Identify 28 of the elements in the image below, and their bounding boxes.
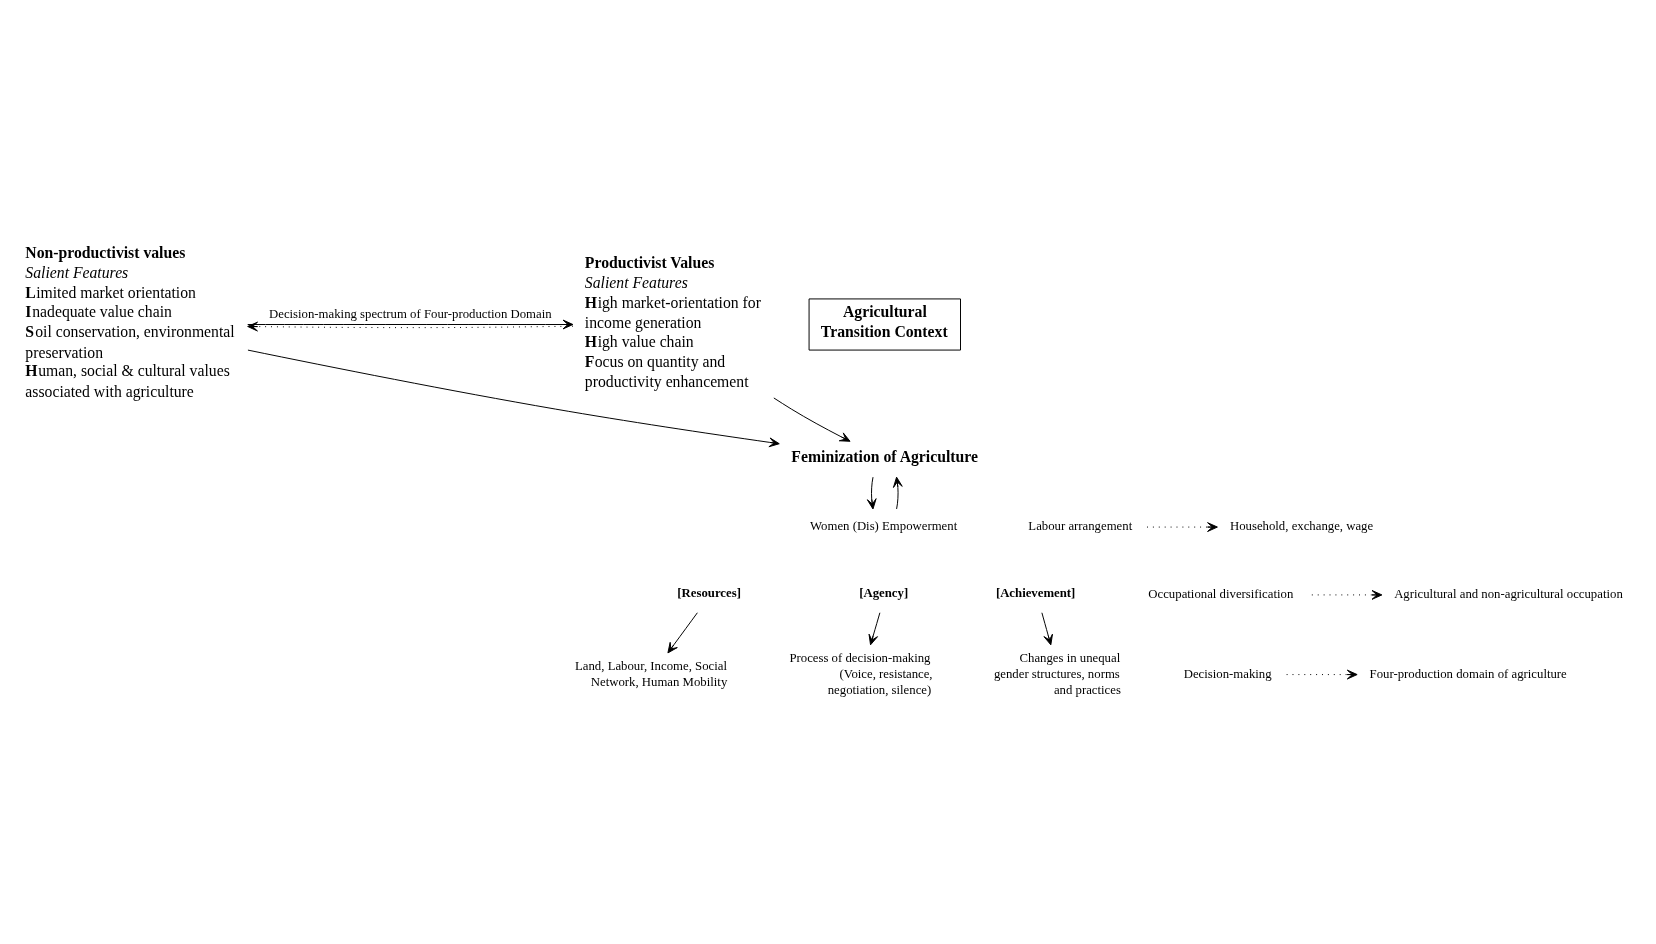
node-text: Women (Dis) Empowerment [810,519,958,534]
node-text: Land, Labour, Income, Social Network, Human Mobility [575,659,728,689]
arrow [1041,612,1053,646]
arrow [773,397,851,442]
node-text: Productivist Values Salient Features High market-orientation for income generation High value chain Focus on quantity and productivity enhancement [584,254,761,391]
node-text: Household, exchange, wage [1229,519,1374,534]
node-text: [Achievement] [995,586,1076,601]
arrow [1146,522,1218,532]
arrow [868,612,881,646]
node-text: Changes in unequal gender structures, norms and practices [993,651,1121,697]
node-text: Process of decision-making (Voice, resistance, negotiation, silence) [789,651,933,697]
arrow [892,476,903,510]
arrow [247,349,780,448]
node-text: Agricultural and non-agricultural occupation [1394,587,1623,602]
arrow [1286,669,1358,680]
node-box: Agricultural Transition Context [808,298,961,351]
arrow [866,476,877,510]
node-text: Labour arrangement [1028,519,1133,534]
node-text: [Agency] [859,586,909,601]
node-text: [Resources] [677,586,741,601]
node-text: Occupational diversification [1148,587,1294,602]
arrow [1311,590,1383,600]
node-text: Non-productivist values Salient Features Limited market orientation Inadequate value chain Soil conservation, environmental preservation Human, social & cultural values associated with agriculture [25,244,235,401]
node-text: Feminization of Agriculture [791,447,978,465]
node-text: Decision-making [1183,666,1272,681]
node-text: Four-production domain of agriculture [1369,666,1567,681]
arrow [667,612,698,654]
edge-label: Decision-making spectrum of Four-production Domain [268,307,552,322]
